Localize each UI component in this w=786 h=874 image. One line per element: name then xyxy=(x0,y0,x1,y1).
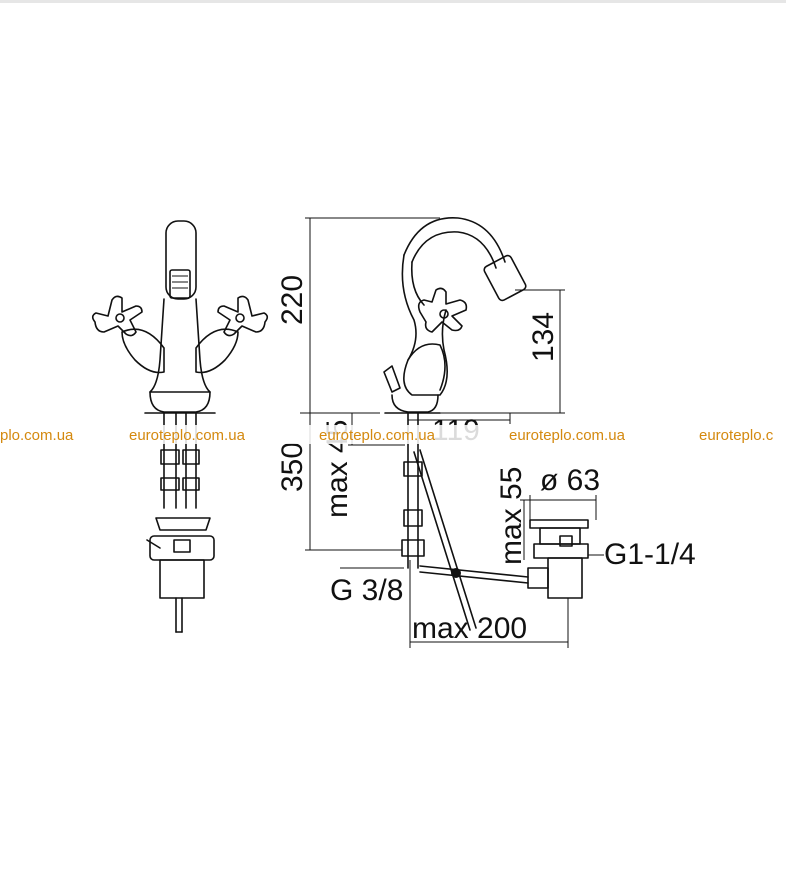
front-base xyxy=(149,391,211,413)
side-valve xyxy=(407,343,446,391)
side-spray-head xyxy=(483,254,527,302)
right-cross-handle xyxy=(217,295,269,337)
watermark-2: euroteplo.com.ua xyxy=(319,427,436,444)
dim-134: 134 xyxy=(527,312,560,362)
dim-g3-8: G 3/8 xyxy=(330,574,403,607)
top-border xyxy=(0,0,786,3)
front-nut-right xyxy=(182,449,200,465)
dim-g1-1-4: G1-1/4 xyxy=(604,538,696,571)
dim-max-55: max 55 xyxy=(495,467,528,565)
dim-max-200: max 200 xyxy=(412,612,527,645)
left-cross-handle xyxy=(91,295,143,337)
dim-220: 220 xyxy=(276,275,309,325)
side-view-faucet xyxy=(383,217,589,631)
side-body xyxy=(401,254,448,396)
side-pop-up-lever xyxy=(383,365,401,393)
pop-up-rod xyxy=(419,449,477,629)
dim-diameter-63: ø 63 xyxy=(540,464,600,497)
front-aerator xyxy=(169,269,191,299)
side-hose-nut xyxy=(403,509,423,527)
front-waste-body xyxy=(159,559,205,599)
side-spout-inner xyxy=(411,231,497,269)
dimension-lines xyxy=(300,217,604,648)
side-waste-body xyxy=(547,557,583,599)
linkage-pivot xyxy=(451,568,461,578)
watermark-partial-left: plo.com.ua xyxy=(0,427,74,444)
side-spout-outer xyxy=(403,217,506,263)
front-waste-top xyxy=(155,517,211,531)
front-nut-left xyxy=(160,449,180,465)
side-base xyxy=(391,394,439,413)
side-cross-handle xyxy=(417,287,468,333)
front-view-faucet xyxy=(91,220,269,633)
left-valve xyxy=(121,328,165,374)
watermark-partial-right: euroteplo.c xyxy=(699,427,774,444)
front-spout xyxy=(165,220,197,300)
side-waste-cap xyxy=(529,519,589,529)
watermark-3: euroteplo.com.ua xyxy=(509,427,626,444)
pop-up-linkage xyxy=(419,565,529,578)
watermark-row: plo.com.ua euroteplo.com.ua euroteplo.co… xyxy=(0,425,786,444)
right-valve xyxy=(195,328,239,374)
front-body xyxy=(149,298,211,393)
dim-350: 350 xyxy=(276,442,309,492)
watermark-1: euroteplo.com.ua xyxy=(129,427,246,444)
